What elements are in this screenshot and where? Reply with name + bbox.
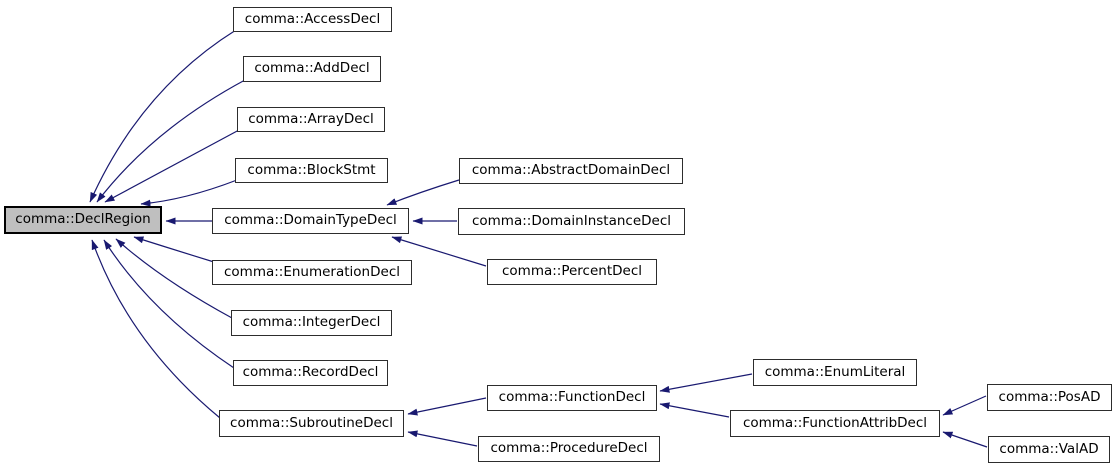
node-comma-enumliteral[interactable]: comma::EnumLiteral	[753, 359, 917, 386]
node-comma-subroutinedecl[interactable]: comma::SubroutineDecl	[219, 410, 404, 437]
node-comma-proceduredecl[interactable]: comma::ProcedureDecl	[478, 436, 660, 462]
node-comma-percentdecl[interactable]: comma::PercentDecl	[487, 259, 657, 285]
edge-valad-to-functionattribdecl	[942, 431, 988, 448]
edge-subroutinedecl-to-declregion	[91, 239, 221, 419]
node-comma-domaintypedecl[interactable]: comma::DomainTypeDecl	[212, 208, 409, 234]
edge-percentdecl-to-domaintypedecl	[391, 236, 487, 267]
node-comma-enumerationdecl[interactable]: comma::EnumerationDecl	[212, 260, 412, 285]
node-comma-functiondecl[interactable]: comma::FunctionDecl	[487, 385, 657, 411]
edge-enumliteral-to-functiondecl	[659, 373, 753, 393]
edge-accessdecl-to-declregion	[89, 29, 237, 203]
node-comma-valad[interactable]: comma::ValAD	[988, 436, 1110, 463]
edge-functionattribdecl-to-functiondecl	[659, 402, 730, 418]
edge-recorddecl-to-declregion	[103, 239, 235, 369]
edge-proceduredecl-to-subroutinedecl	[407, 430, 478, 447]
node-comma-domaininstancedecl[interactable]: comma::DomainInstanceDecl	[458, 208, 685, 235]
edge-enumerationdecl-to-declregion	[133, 236, 215, 263]
node-comma-abstractdomaindecl[interactable]: comma::AbstractDomainDecl	[459, 158, 683, 184]
edge-functiondecl-to-subroutinedecl	[407, 397, 487, 416]
node-comma-integerdecl[interactable]: comma::IntegerDecl	[231, 310, 392, 336]
node-comma-arraydecl[interactable]: comma::ArrayDecl	[237, 107, 385, 132]
node-comma-posad[interactable]: comma::PosAD	[987, 384, 1112, 411]
node-comma-accessdecl[interactable]: comma::AccessDecl	[233, 7, 392, 32]
node-comma-adddecl[interactable]: comma::AddDecl	[243, 56, 381, 82]
edge-integerdecl-to-declregion	[115, 238, 233, 319]
edge-posad-to-functionattribdecl	[942, 395, 987, 416]
edge-abstractdomaindecl-to-domaintypedecl	[386, 179, 460, 206]
node-comma-blockstmt[interactable]: comma::BlockStmt	[235, 158, 388, 183]
node-comma-declregion: comma::DeclRegion	[4, 206, 162, 234]
node-comma-recorddecl[interactable]: comma::RecordDecl	[233, 360, 388, 386]
edge-adddecl-to-declregion	[96, 79, 246, 203]
edge-arraydecl-to-declregion	[104, 129, 240, 203]
edge-blockstmt-to-declregion	[140, 179, 238, 207]
node-comma-functionattribdecl[interactable]: comma::FunctionAttribDecl	[730, 410, 940, 437]
